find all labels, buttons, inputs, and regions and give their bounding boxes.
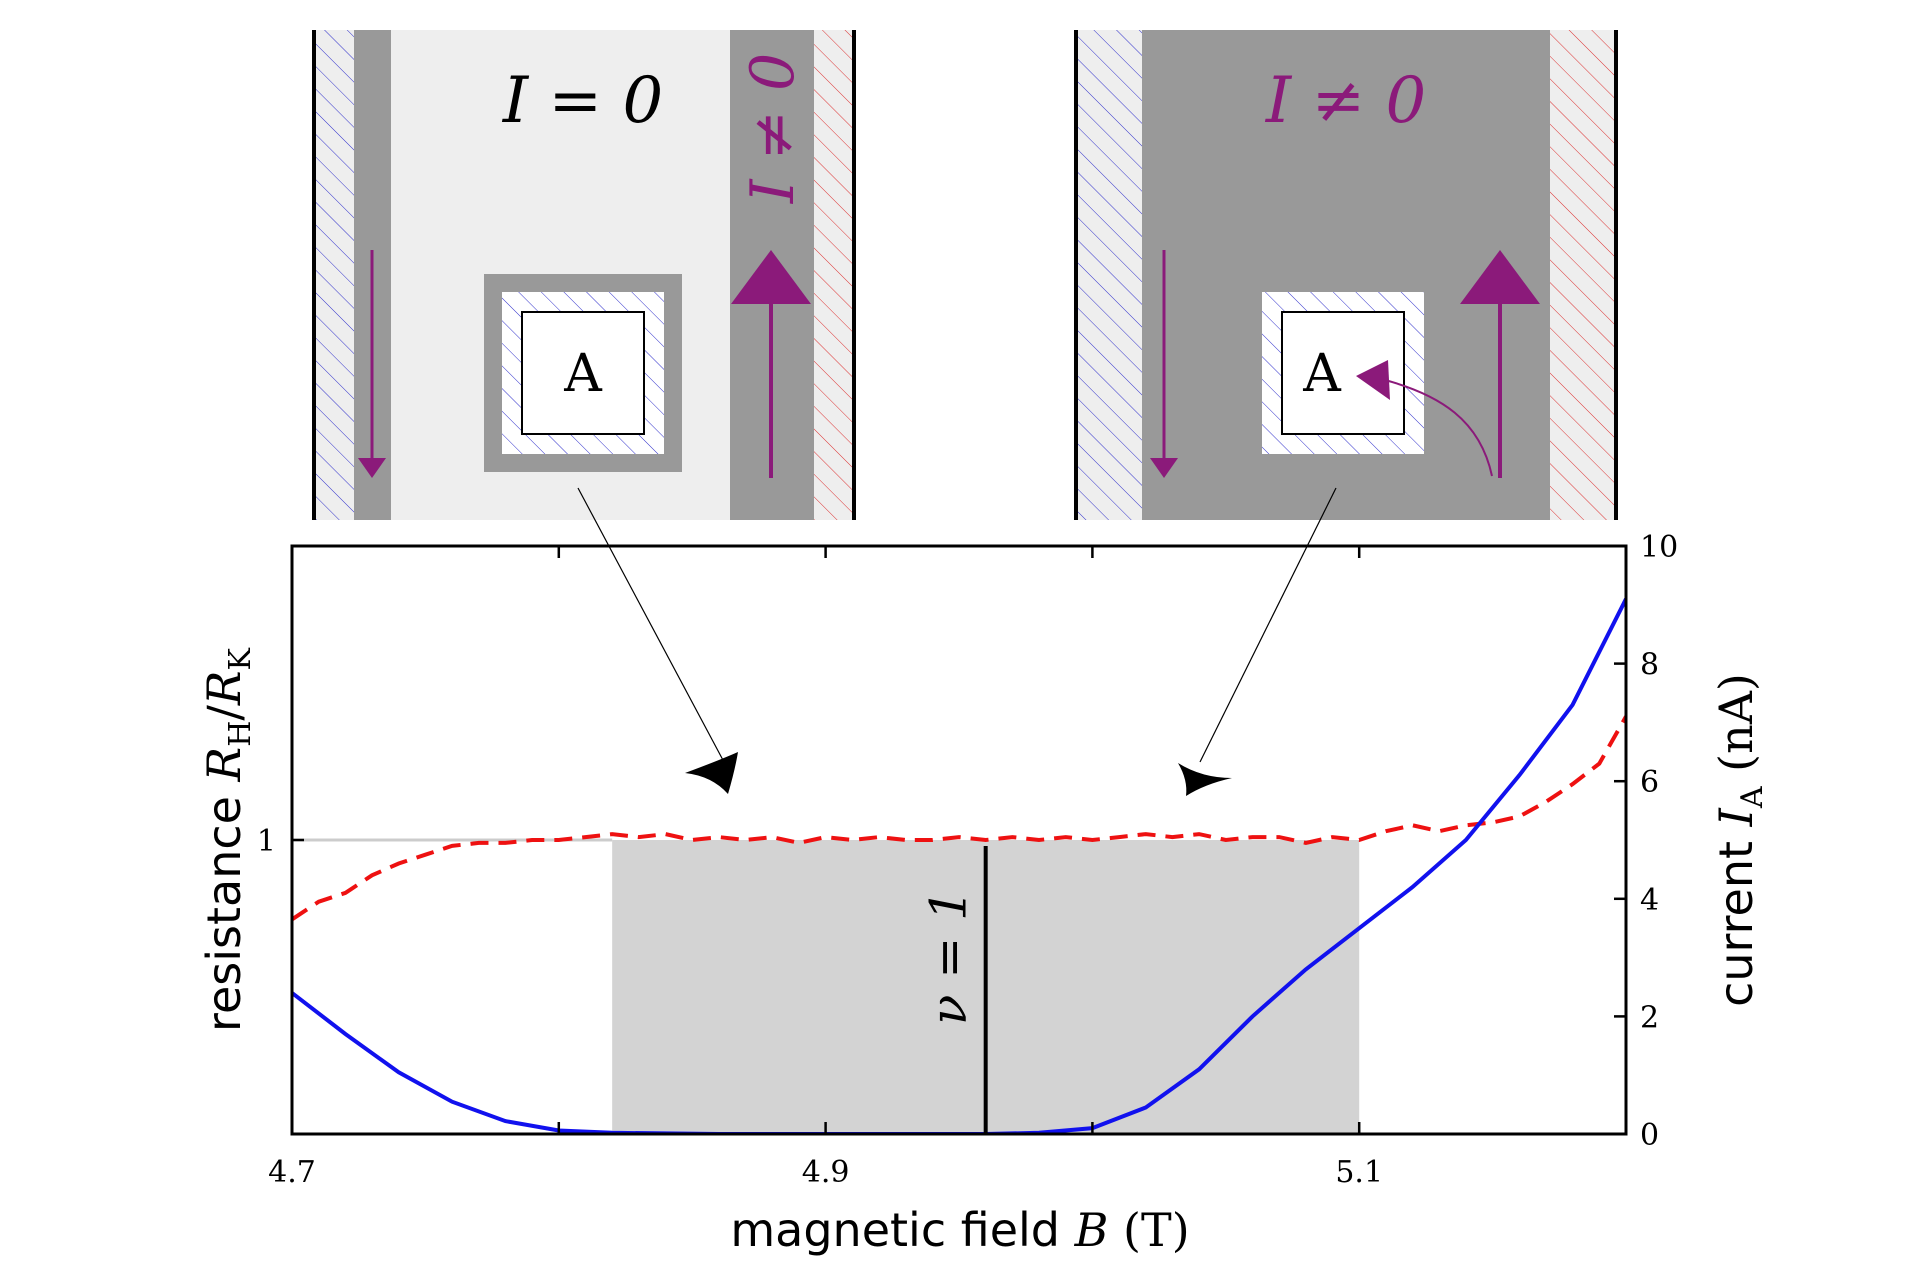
left-connector-line xyxy=(577,487,725,763)
right-y-tick-label: 2 xyxy=(1640,1000,1659,1035)
right-sample-panel: A I ≠ 0 xyxy=(1074,30,1618,520)
nu1-label: ν = 1 xyxy=(920,889,978,1025)
svg-text:resistance RH/RK: resistance RH/RK xyxy=(197,647,258,1031)
left-edge-current-label: I ≠ 0 xyxy=(738,53,808,204)
left-current-zero-label: I = 0 xyxy=(502,64,663,138)
x-axis-label: magnetic field B (T) xyxy=(730,1203,1189,1257)
left-contact-a-label: A xyxy=(563,344,603,404)
right-axis-ticks: 0 2 4 6 8 10 xyxy=(1614,530,1678,1153)
right-y-tick-label: 4 xyxy=(1640,883,1659,918)
right-connector-arrowhead xyxy=(1178,763,1232,796)
left-contact-hatch-blue xyxy=(314,30,354,520)
x-tick-label: 4.7 xyxy=(268,1155,316,1190)
right-y-tick-label: 8 xyxy=(1640,648,1659,683)
left-down-arrow-head xyxy=(358,458,386,478)
left-sample-panel: A I = 0 I ≠ 0 xyxy=(312,30,856,520)
x-tick-label: 4.9 xyxy=(802,1155,850,1190)
left-contact-hatch-red xyxy=(814,30,854,520)
right-axis-label: current IA (nA) xyxy=(1709,673,1770,1007)
left-y-tick-label: 1 xyxy=(257,824,276,859)
svg-text:magnetic field B (T): magnetic field B (T) xyxy=(730,1203,1189,1257)
plot-area: ν = 1 4.7 4.9 5.1 1 0 2 4 6 8 10 magnetic field… xyxy=(197,530,1770,1257)
left-axis-ticks: 1 xyxy=(257,824,304,859)
left-axis-label: resistance RH/RK xyxy=(197,647,258,1031)
right-y-tick-label: 0 xyxy=(1640,1118,1659,1153)
left-up-arrow-head xyxy=(731,250,811,304)
svg-text:current IA (nA): current IA (nA) xyxy=(1709,673,1770,1007)
right-down-arrow-head xyxy=(1150,458,1178,478)
left-connector-arrowhead xyxy=(685,752,738,794)
right-contact-hatch-blue xyxy=(1076,30,1142,520)
right-y-tick-label: 6 xyxy=(1640,765,1659,800)
right-curved-arrow xyxy=(1384,379,1493,477)
right-y-tick-label: 10 xyxy=(1640,530,1678,565)
right-curved-arrow-head xyxy=(1356,360,1390,400)
resistance-dashed-series xyxy=(292,715,1626,922)
right-connector-line xyxy=(1199,487,1337,763)
x-tick-label: 5.1 xyxy=(1335,1155,1383,1190)
right-contact-a-label: A xyxy=(1302,344,1342,404)
current-solid-series xyxy=(292,597,1626,1134)
right-contact-hatch-red xyxy=(1550,30,1616,520)
x-axis-ticks: 4.7 4.9 5.1 xyxy=(268,546,1628,1190)
right-current-nonzero-label: I ≠ 0 xyxy=(1265,64,1426,138)
right-up-arrow-head xyxy=(1460,250,1540,304)
x-axis-label-text: magnetic field xyxy=(730,1203,1074,1257)
left-contact-a-box xyxy=(521,311,645,435)
